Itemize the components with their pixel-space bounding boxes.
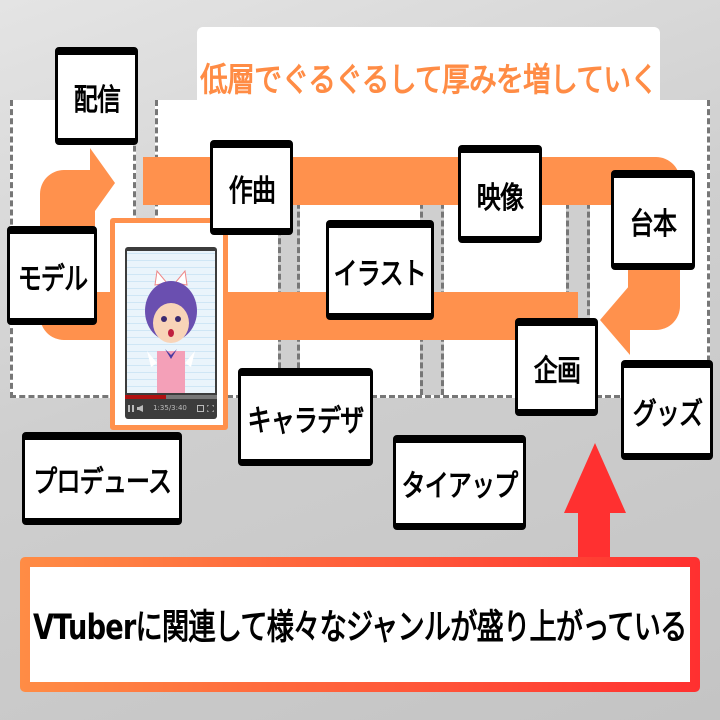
vtuber-video-card[interactable]: 1:35/3:40: [110, 218, 228, 430]
video-progress-bar[interactable]: [125, 395, 217, 399]
label-tieup: タイアップ: [393, 435, 526, 530]
arrow-right-icon: [90, 148, 115, 218]
divider: [278, 185, 300, 395]
video-time: 1:35/3:40: [153, 404, 187, 412]
label-model: モデル: [7, 226, 97, 325]
video-player[interactable]: 1:35/3:40: [125, 247, 217, 419]
arrow-up-icon: [564, 443, 626, 561]
label-kikaku: 企画: [515, 318, 598, 416]
label-charadesign: キャラデザ: [238, 368, 373, 466]
pause-icon[interactable]: [128, 404, 134, 412]
label-produce: プロデュース: [22, 432, 182, 525]
label-eizou: 映像: [458, 145, 542, 243]
label-haishin: 配信: [55, 47, 138, 145]
label-daihon: 台本: [611, 170, 695, 270]
arrow-left-icon: [600, 285, 630, 355]
label-text: 企画: [533, 353, 580, 389]
fullscreen-icon[interactable]: [206, 404, 214, 412]
label-text: モデル: [17, 262, 87, 297]
vtuber-character-image: [127, 251, 215, 393]
summary-inner: VTuberに関連して様々なジャンルが盛り上がっている: [30, 567, 690, 682]
summary-box: VTuberに関連して様々なジャンルが盛り上がっている: [20, 557, 700, 692]
label-text: タイアップ: [401, 469, 519, 504]
volume-icon[interactable]: [137, 404, 143, 412]
label-sakkyoku: 作曲: [210, 140, 293, 235]
label-text: グッズ: [632, 396, 702, 432]
video-controls: 1:35/3:40: [128, 401, 214, 415]
label-text: プロデュース: [33, 465, 172, 500]
banner-title: 低層でぐるぐるして厚みを増していく: [199, 60, 658, 99]
miniplayer-icon[interactable]: [196, 404, 204, 412]
label-text: 台本: [629, 206, 677, 242]
banner-title-wrap: 低層でぐるぐるして厚みを増していく: [197, 55, 660, 99]
summary-text: VTuberに関連して様々なジャンルが盛り上がっている: [33, 608, 687, 648]
label-text: 作曲: [228, 174, 275, 209]
label-text: 配信: [73, 82, 120, 118]
video-progress-fill: [125, 395, 167, 399]
label-illust: イラスト: [326, 220, 434, 320]
label-text: キャラデザ: [247, 403, 365, 439]
label-goods: グッズ: [621, 360, 713, 460]
label-text: イラスト: [333, 256, 427, 292]
label-text: 映像: [476, 180, 524, 216]
banner: [197, 27, 660, 107]
